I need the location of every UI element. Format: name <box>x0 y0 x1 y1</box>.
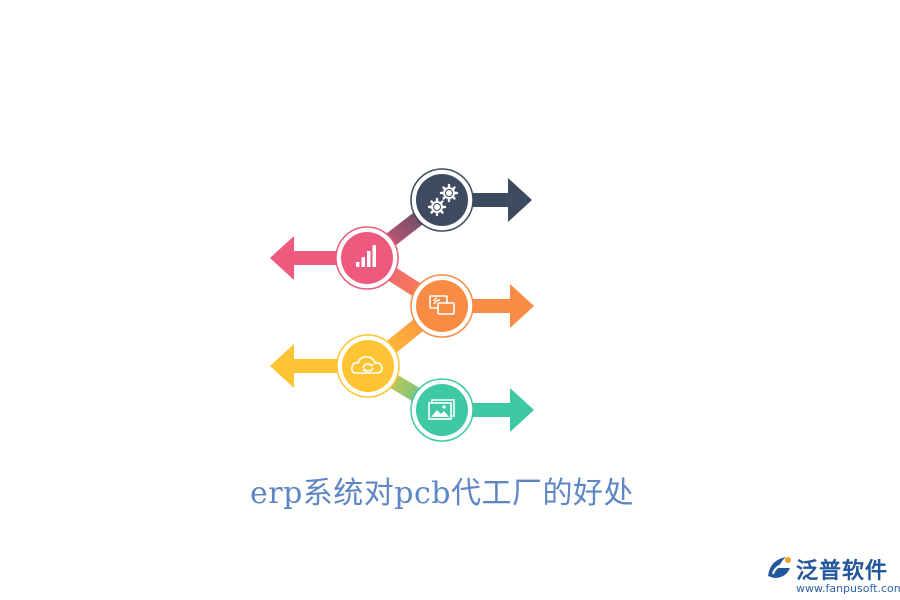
node-4 <box>342 340 394 392</box>
arrow-right-1 <box>442 178 532 222</box>
screen-share-icon <box>429 295 455 315</box>
bar-chart-icon <box>356 245 376 267</box>
brand-watermark: 泛普软件 www.fanpusoft.com <box>758 552 900 596</box>
node-5 <box>416 384 468 436</box>
step-5-gallery <box>410 378 534 442</box>
brand-logo-icon <box>768 557 791 578</box>
arrow-right-3 <box>442 284 534 328</box>
node-1 <box>416 174 468 226</box>
step-1-gears <box>410 168 532 232</box>
image-gallery-icon <box>428 399 455 420</box>
page-title: erp系统对pcb代工厂的好处 <box>249 476 634 511</box>
gears-icon <box>427 183 459 217</box>
step-3-screen <box>410 274 534 338</box>
step-4-cloud <box>270 334 400 398</box>
arrow-right-5 <box>442 388 534 432</box>
arrow-left-4 <box>270 344 368 388</box>
brand-name: 泛普软件 <box>796 559 889 584</box>
brand-url: www.fanpusoft.com <box>796 582 900 595</box>
step-2-chart <box>270 226 399 290</box>
cloud-sync-icon <box>351 356 383 374</box>
arrow-left-2 <box>270 236 367 280</box>
